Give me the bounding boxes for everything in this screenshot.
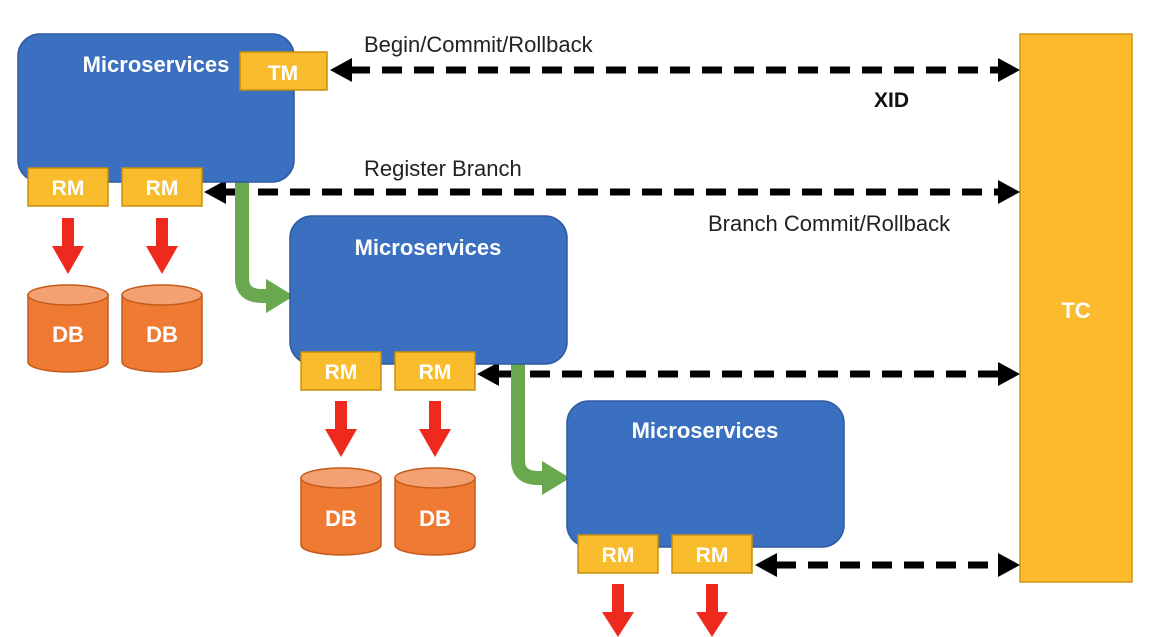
rm-label: RM xyxy=(52,177,85,200)
dashed-link-tm-tc xyxy=(330,58,1020,82)
service-1-title: Microservices xyxy=(83,52,230,77)
db-label: DB xyxy=(146,322,178,347)
rm-label: RM xyxy=(696,544,729,567)
db-arrow xyxy=(602,584,634,637)
tc-label: TC xyxy=(1061,298,1090,323)
database-cylinder: DB xyxy=(394,467,476,556)
dashed-link-rm1-tc xyxy=(204,180,1020,204)
tc-box xyxy=(1019,33,1133,583)
begin-commit-rollback-label: Begin/Commit/Rollback xyxy=(364,32,594,57)
dashed-link-rm3-tc xyxy=(755,553,1020,577)
db-arrow xyxy=(146,218,178,274)
db-label: DB xyxy=(419,506,451,531)
flow-arrow-1 xyxy=(235,170,294,313)
db-label: DB xyxy=(325,506,357,531)
rm-label: RM xyxy=(419,361,452,384)
db-label: DB xyxy=(52,322,84,347)
rm-box xyxy=(394,351,476,391)
db-arrow xyxy=(325,401,357,457)
rm-box xyxy=(121,167,203,207)
rm-label: RM xyxy=(602,544,635,567)
flow-arrow-2 xyxy=(511,352,570,495)
service-2: Microservices RM RM xyxy=(289,215,568,391)
rm-box xyxy=(27,167,109,207)
register-branch-label: Register Branch xyxy=(364,156,522,181)
database-cylinder: DB xyxy=(121,284,203,373)
xid-label: XID xyxy=(874,89,909,112)
tm-label: TM xyxy=(268,62,298,85)
rm-box xyxy=(577,534,659,574)
service-2-title: Microservices xyxy=(355,235,502,260)
dashed-link-rm2-tc xyxy=(477,362,1020,386)
db-arrow xyxy=(52,218,84,274)
service-3: Microservices RM RM xyxy=(566,400,845,574)
service-1: Microservices TM RM RM xyxy=(17,33,328,207)
service-3-title: Microservices xyxy=(632,418,779,443)
rm-label: RM xyxy=(146,177,179,200)
db-arrow xyxy=(419,401,451,457)
db-arrow xyxy=(696,584,728,637)
database-cylinder: DB xyxy=(27,284,109,373)
branch-commit-rollback-label: Branch Commit/Rollback xyxy=(708,211,951,236)
database-cylinder: DB xyxy=(300,467,382,556)
rm-box xyxy=(300,351,382,391)
rm-box xyxy=(671,534,753,574)
tm-box xyxy=(239,51,328,91)
rm-label: RM xyxy=(325,361,358,384)
